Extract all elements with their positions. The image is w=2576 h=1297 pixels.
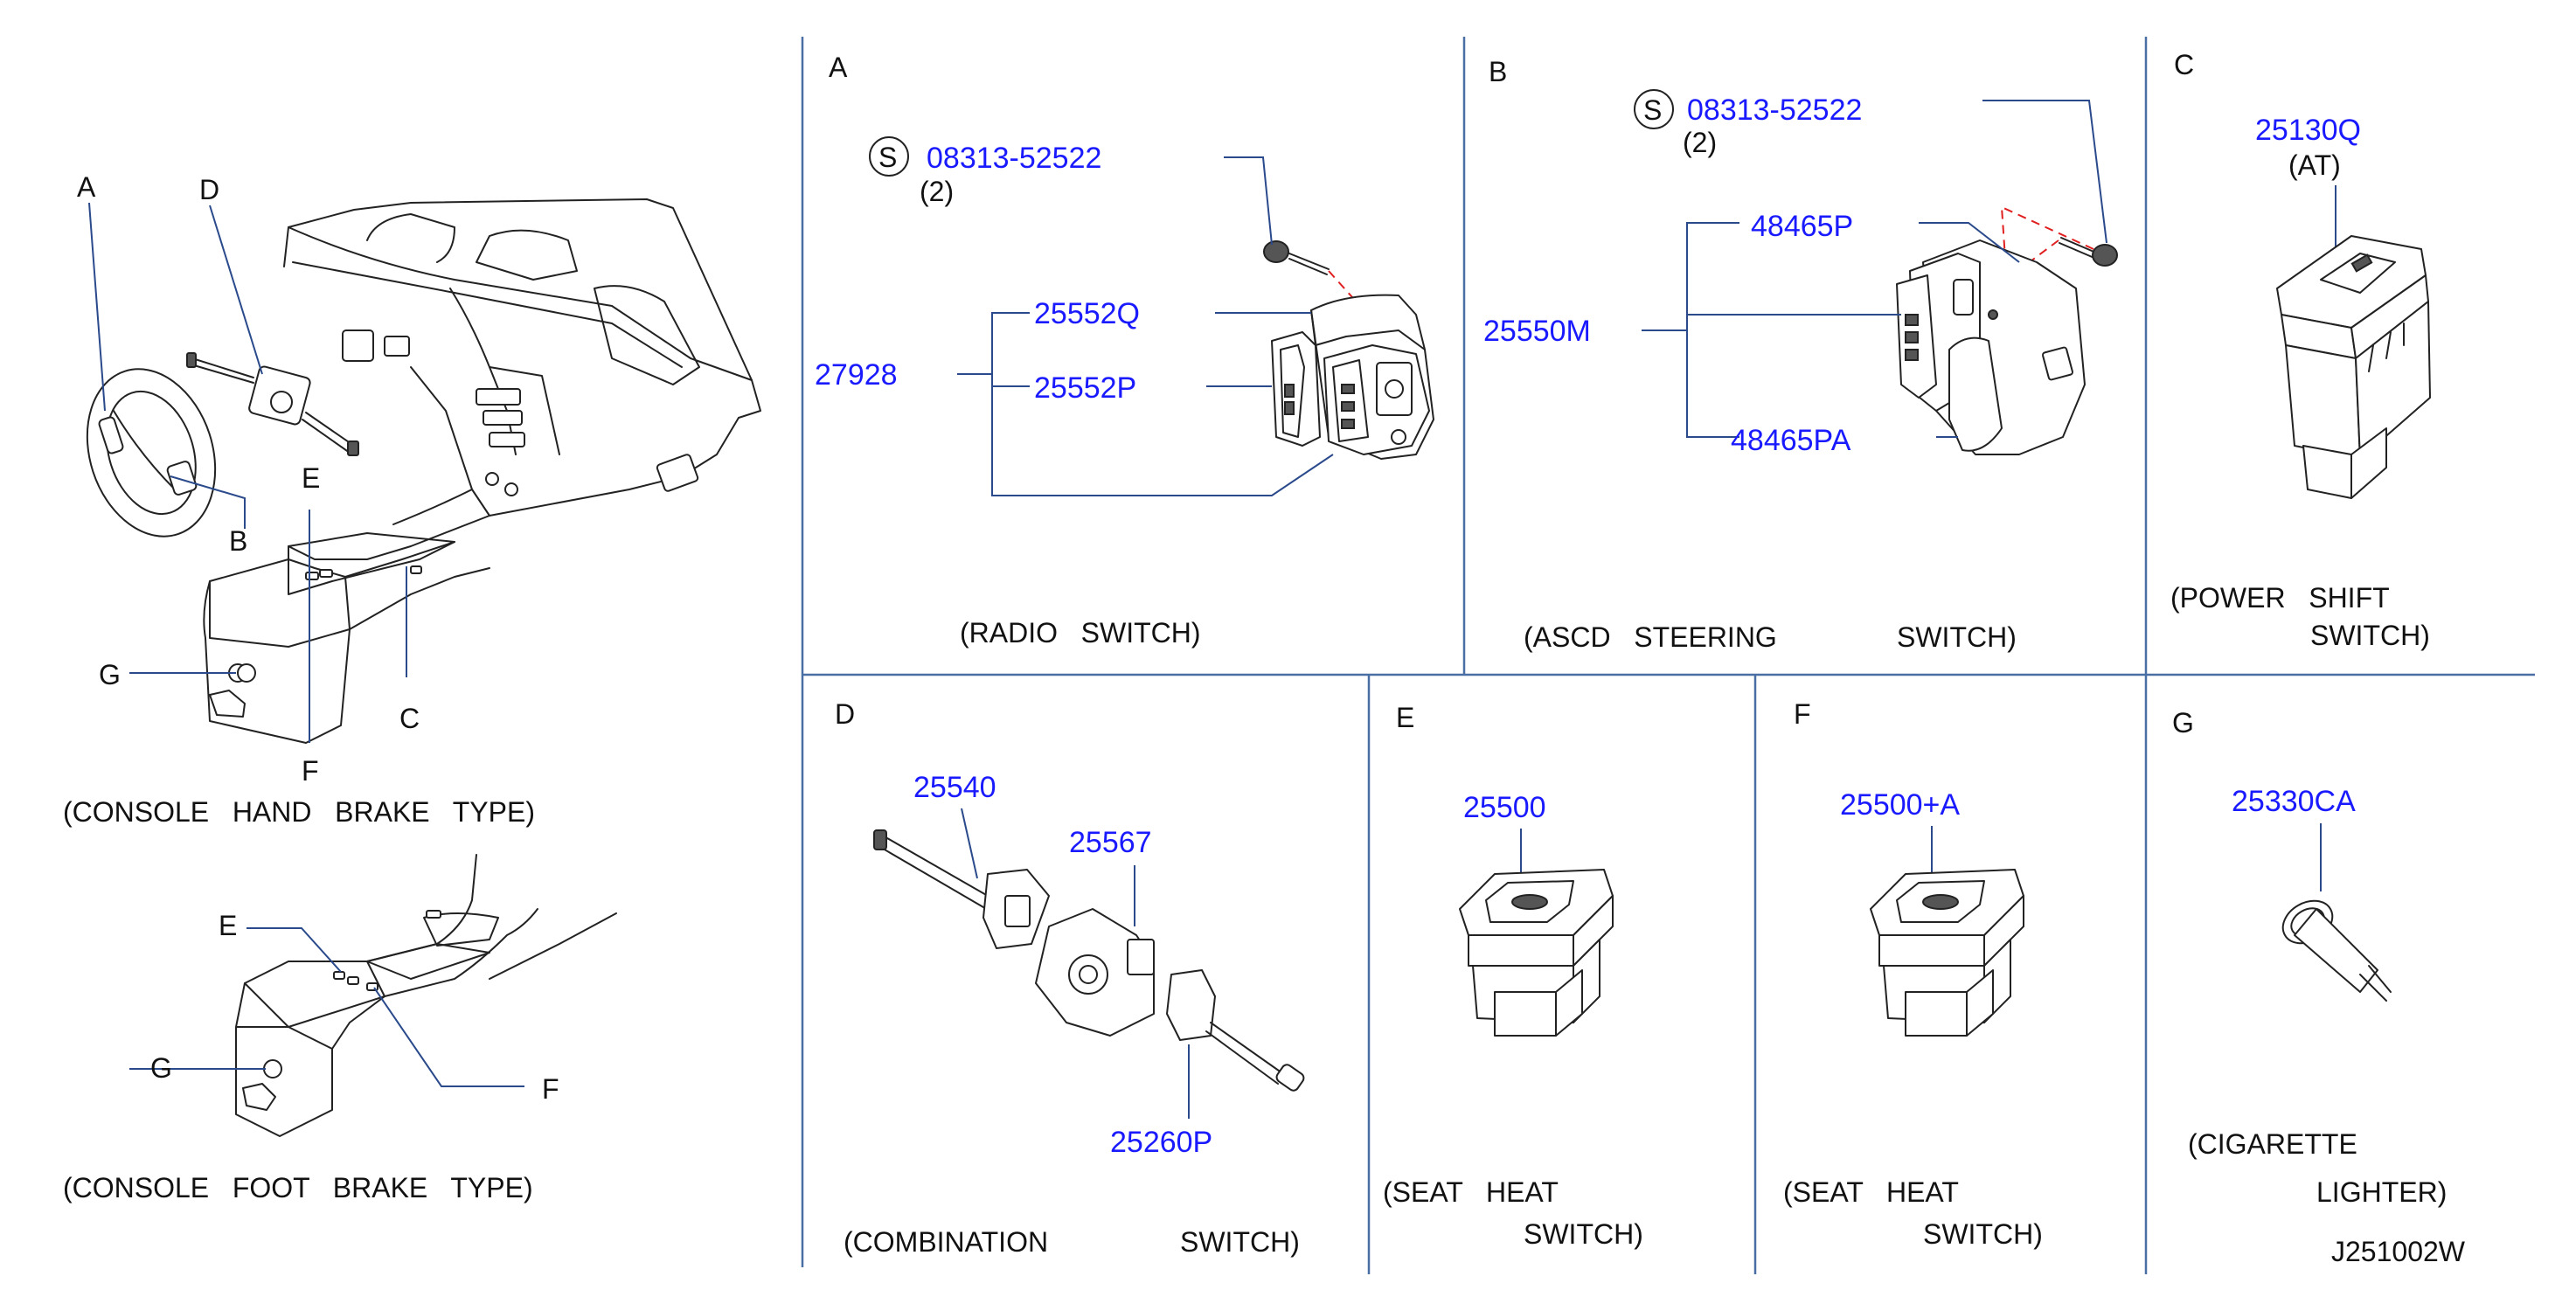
panel-dividers	[801, 37, 2535, 1274]
part-08313-52522-b[interactable]: 08313-52522	[1687, 94, 1862, 127]
panel-f-seat-heat-switch: F 25500+A (SEAT HEAT SWITCH)	[1783, 698, 2043, 1250]
overview-foot-label-g: G	[150, 1052, 172, 1084]
overview-label-f: F	[302, 755, 319, 787]
overview-foot-label-e: E	[219, 910, 237, 941]
panel-c-note: (AT)	[2288, 149, 2341, 181]
caption-console-foot-brake: (CONSOLE FOOT BRAKE TYPE)	[63, 1172, 533, 1203]
panel-d-letter: D	[835, 698, 855, 730]
caption-power-shift: (POWER SHIFT	[2170, 582, 2390, 614]
part-25552q[interactable]: 25552Q	[1034, 297, 1140, 330]
overview-foot-label-f: F	[542, 1073, 559, 1105]
ascd-switch-assembly	[1896, 239, 2086, 455]
seat-heat-switch-e	[1459, 869, 1614, 1037]
part-25540[interactable]: 25540	[913, 771, 996, 804]
radio-switch-assembly	[1271, 294, 1434, 460]
caption-combination: (COMBINATION	[844, 1226, 1048, 1258]
panel-a-s-mark: S	[878, 142, 897, 173]
combination-switch-assembly	[873, 829, 1305, 1092]
panel-e-seat-heat-switch: E 25500 (SEAT HEAT SWITCH)	[1383, 702, 1643, 1250]
screw-icon	[1263, 240, 1330, 275]
overview-label-g: G	[99, 659, 121, 690]
caption-ascd-steering: (ASCD STEERING	[1524, 621, 1777, 653]
overview-label-d: D	[199, 174, 219, 205]
caption-seat-switch-f: SWITCH)	[1923, 1218, 2043, 1250]
diagram-id: J251002W	[2331, 1236, 2466, 1267]
s-mark-icon	[1634, 89, 1674, 129]
part-25330ca[interactable]: 25330CA	[2232, 785, 2356, 818]
part-25567[interactable]: 25567	[1069, 826, 1152, 859]
part-25552p[interactable]: 25552P	[1034, 371, 1136, 405]
panel-b-screw-qty: (2)	[1683, 127, 1717, 158]
part-08313-52522-a[interactable]: 08313-52522	[927, 142, 1101, 175]
overview-foot-brake: E G F (CONSOLE FOOT BRAKE TYPE)	[63, 854, 617, 1203]
overview-label-a: A	[77, 171, 96, 203]
panel-b-letter: B	[1489, 56, 1507, 87]
screw-icon	[2059, 237, 2118, 267]
part-25550m[interactable]: 25550M	[1483, 315, 1591, 348]
part-25500-a[interactable]: 25500+A	[1840, 788, 1960, 822]
panel-b-s-mark: S	[1643, 94, 1662, 126]
caption-cigarette: (CIGARETTE	[2188, 1128, 2357, 1160]
caption-seat-heat-e: (SEAT HEAT	[1383, 1176, 1559, 1208]
caption-lighter: LIGHTER)	[2316, 1176, 2447, 1208]
overview-label-b: B	[229, 525, 247, 557]
panel-a-radio-switch: A S 08313-52522 (2)	[815, 52, 1434, 648]
caption-combination-switch: SWITCH)	[1180, 1226, 1300, 1258]
overview-hand-brake: A D B E G C F (CONSOLE HAND BRAKE TYPE)	[63, 171, 761, 828]
panel-a-screw-qty: (2)	[920, 176, 954, 207]
caption-radio-switch: (RADIO SWITCH)	[960, 617, 1201, 648]
part-48465p[interactable]: 48465P	[1751, 210, 1853, 243]
s-mark-icon	[869, 136, 909, 177]
part-25260p[interactable]: 25260P	[1110, 1126, 1212, 1159]
panel-c-power-shift-switch: C 25130Q (AT) (POWER SHIFT SWITCH)	[2170, 49, 2431, 651]
panel-c-letter: C	[2174, 49, 2194, 80]
panel-b-ascd-steering-switch: B S 08313-52522 (2) 4846	[1483, 56, 2118, 653]
panel-g-letter: G	[2172, 707, 2194, 739]
panel-a-letter: A	[829, 52, 848, 83]
overview-label-e: E	[302, 462, 320, 494]
caption-seat-switch-e: SWITCH)	[1524, 1218, 1643, 1250]
seat-heat-switch-f	[1870, 869, 2024, 1037]
cigarette-lighter-icon	[2281, 899, 2392, 1002]
part-48465pa[interactable]: 48465PA	[1731, 424, 1851, 457]
caption-console-hand-brake: (CONSOLE HAND BRAKE TYPE)	[63, 796, 535, 828]
panel-g-cigarette-lighter: G 25330CA (CIGARETTE LIGHTER)	[2172, 707, 2447, 1208]
caption-power-switch: SWITCH)	[2310, 620, 2430, 651]
panel-e-letter: E	[1396, 702, 1414, 733]
caption-ascd-switch: SWITCH)	[1897, 621, 2017, 653]
part-25500[interactable]: 25500	[1463, 791, 1546, 824]
part-27928[interactable]: 27928	[815, 358, 898, 392]
power-shift-switch	[2276, 235, 2431, 499]
panel-d-combination-switch: D 25540 25567 25260P (COMBINATION SWITCH…	[835, 698, 1305, 1258]
caption-seat-heat-f: (SEAT HEAT	[1783, 1176, 1959, 1208]
part-25130q[interactable]: 25130Q	[2255, 114, 2361, 147]
overview-label-c: C	[399, 703, 420, 734]
panel-f-letter: F	[1794, 698, 1811, 730]
